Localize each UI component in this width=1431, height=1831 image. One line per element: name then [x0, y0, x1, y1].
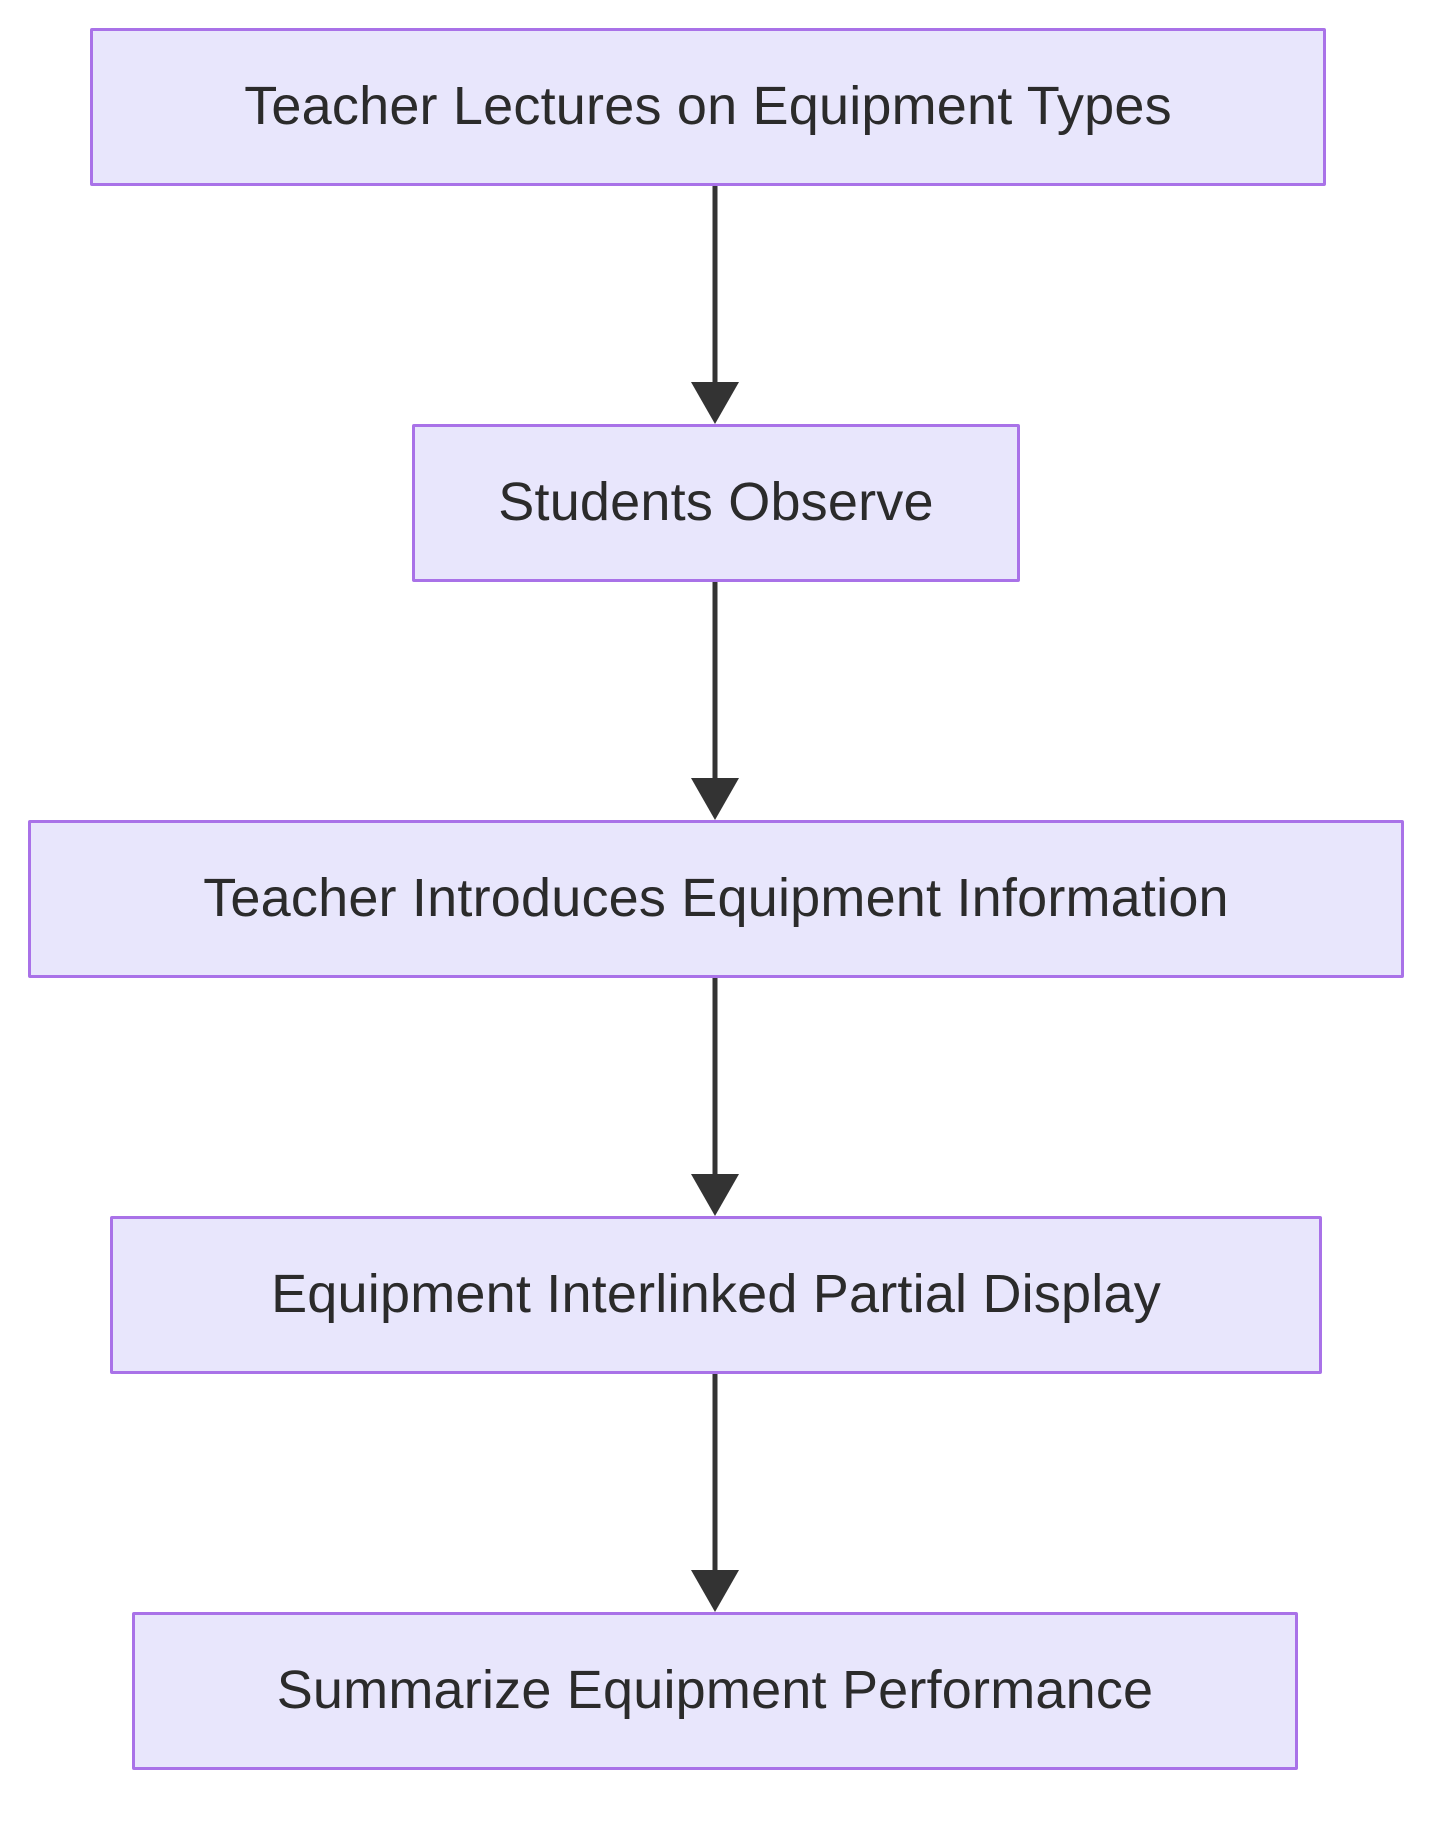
flowchart-node-label: Summarize Equipment Performance: [276, 1660, 1154, 1721]
flowchart-node-label: Equipment Interlinked Partial Display: [271, 1264, 1161, 1325]
arrow-down-icon: [691, 382, 739, 424]
flowchart-node-summarize-equipment-performance[interactable]: Summarize Equipment Performance: [132, 1612, 1298, 1770]
flowchart-node-teacher-lectures[interactable]: Teacher Lectures on Equipment Types: [90, 28, 1326, 186]
flowchart-node-teacher-introduces-equipment-information[interactable]: Teacher Introduces Equipment Information: [28, 820, 1404, 978]
flowchart-node-label: Teacher Lectures on Equipment Types: [244, 76, 1172, 137]
arrow-down-icon: [691, 1570, 739, 1612]
flowchart-node-label: Students Observe: [498, 472, 934, 533]
flowchart-node-equipment-interlinked-partial-display[interactable]: Equipment Interlinked Partial Display: [110, 1216, 1322, 1374]
edge-n1-to-n2: [691, 186, 739, 424]
flowchart-node-students-observe[interactable]: Students Observe: [412, 424, 1020, 582]
arrow-down-icon: [691, 778, 739, 820]
edge-n3-to-n4: [691, 978, 739, 1216]
arrow-down-icon: [691, 1174, 739, 1216]
flowchart-node-label: Teacher Introduces Equipment Information: [203, 868, 1229, 929]
edge-n2-to-n3: [691, 582, 739, 820]
edge-n4-to-n5: [691, 1374, 739, 1612]
